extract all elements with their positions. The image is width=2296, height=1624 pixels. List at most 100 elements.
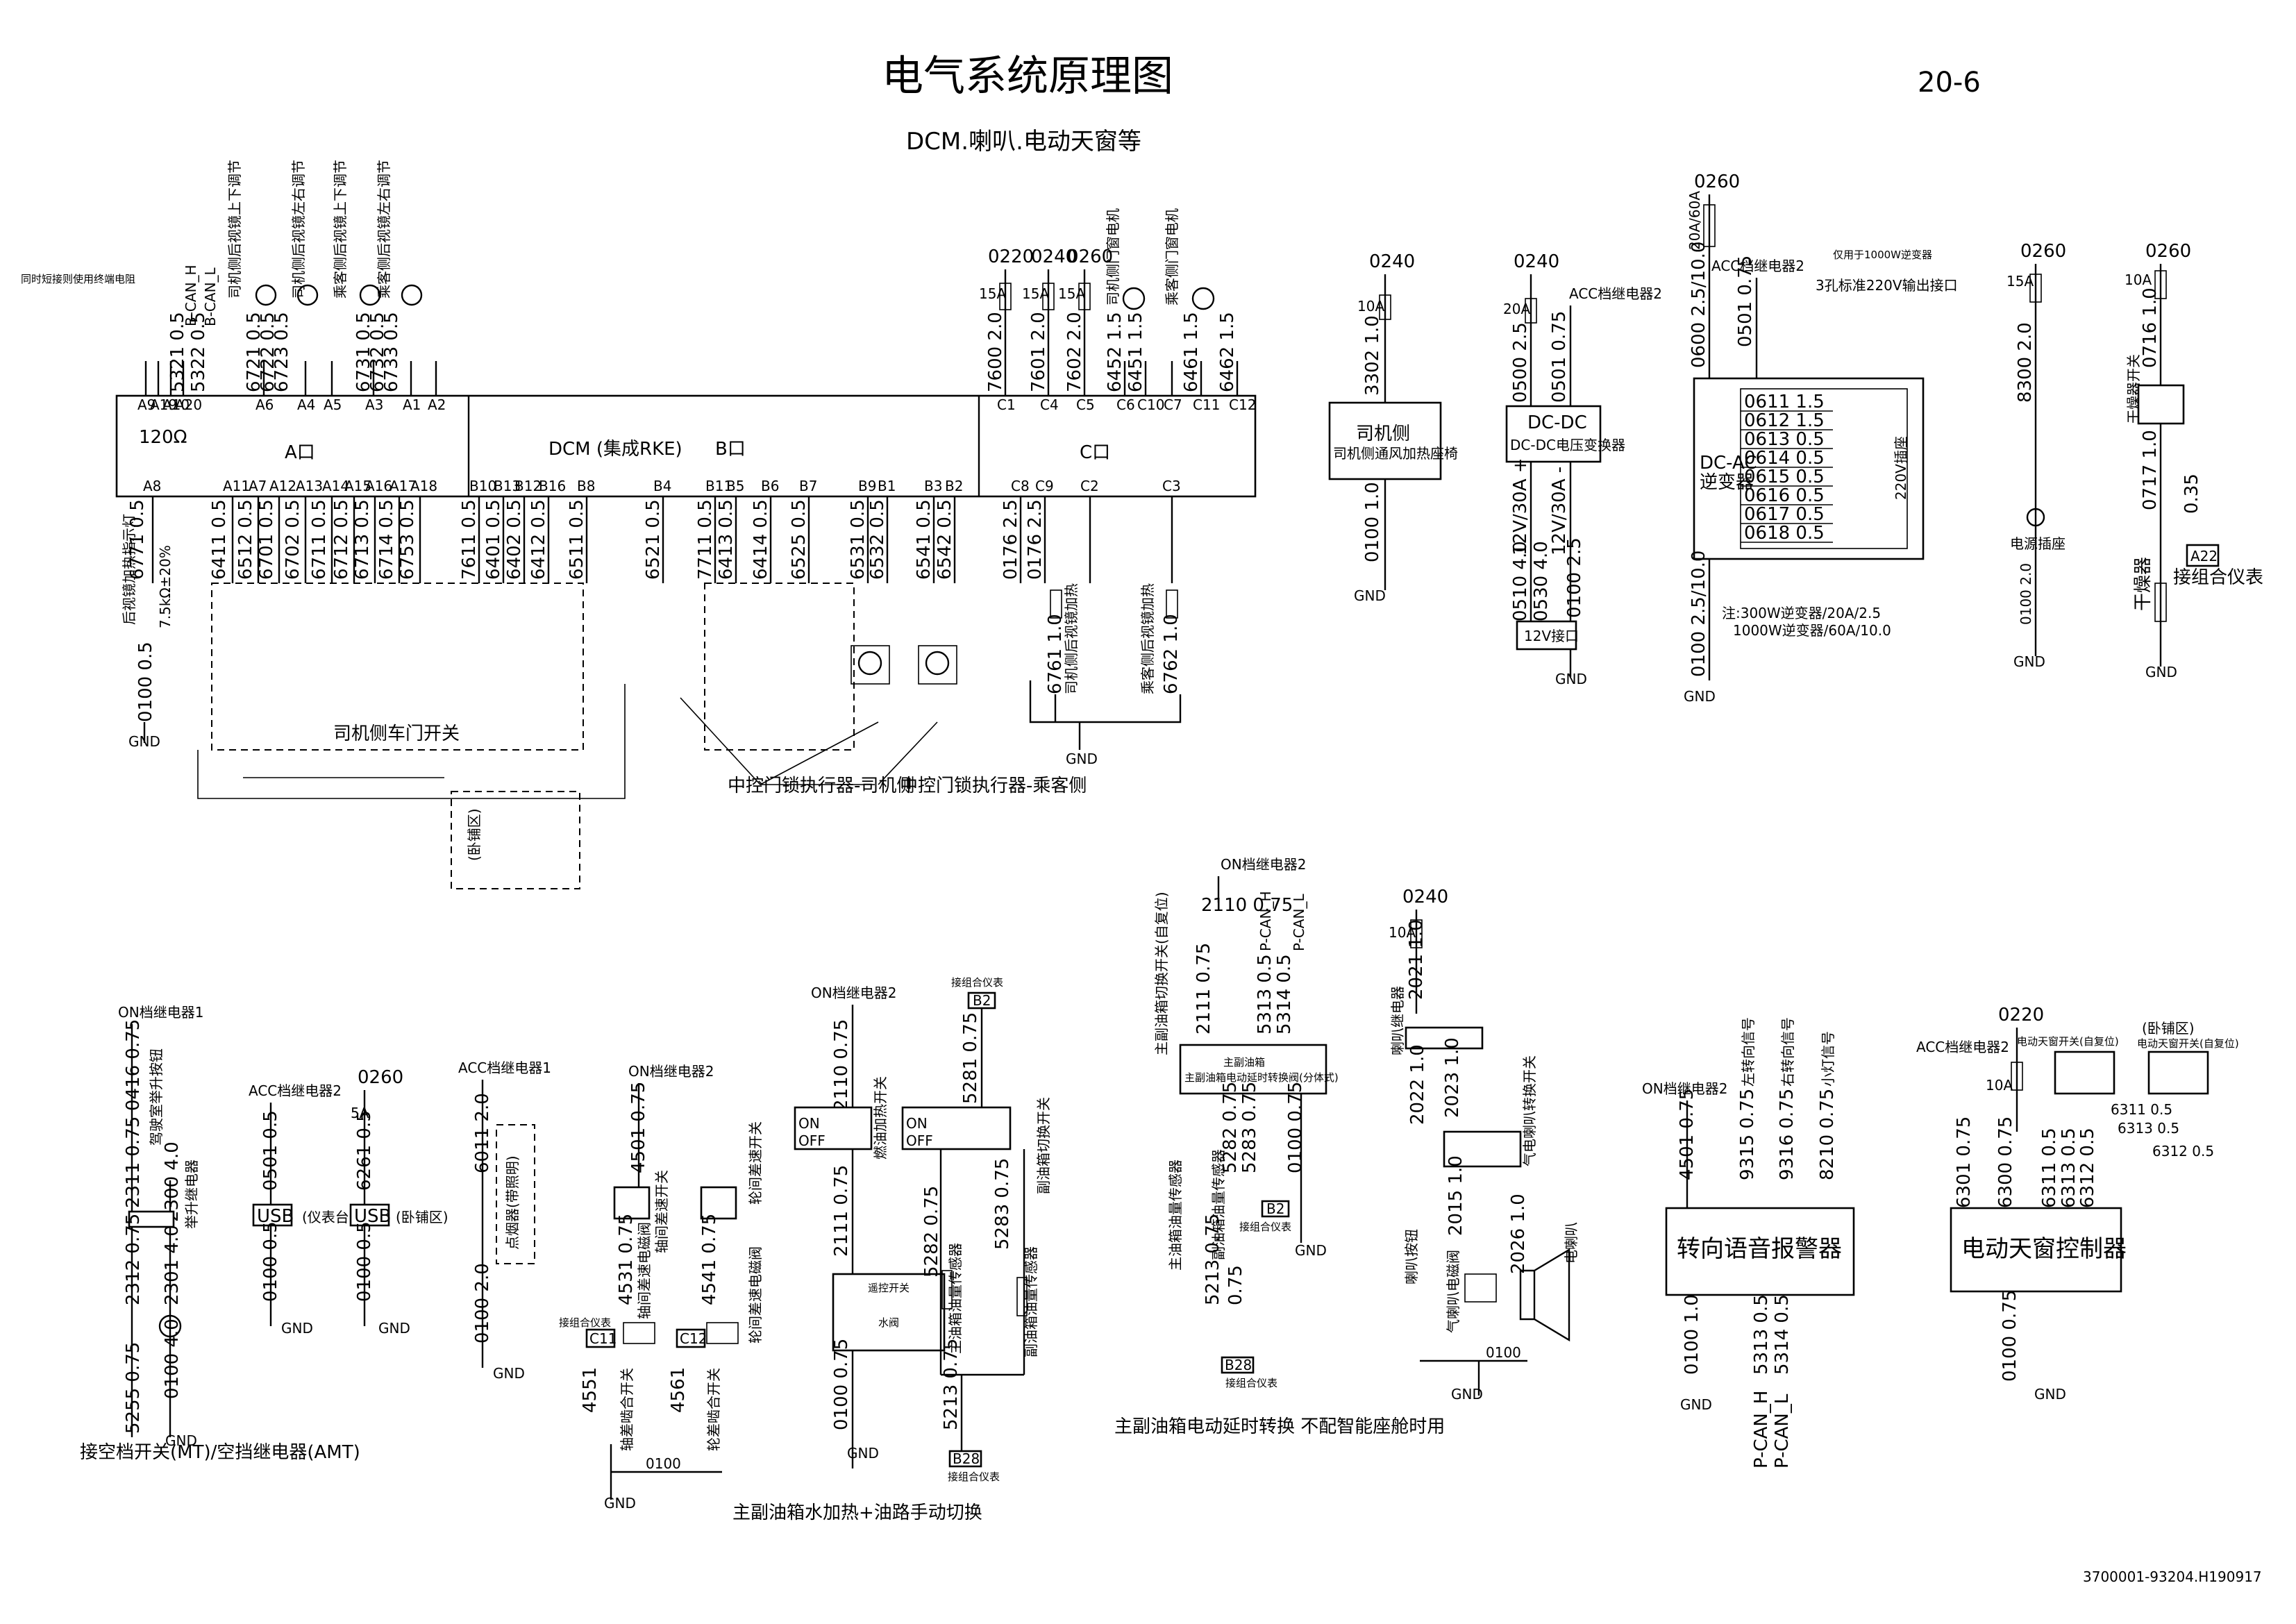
motor-icon xyxy=(1191,287,1215,310)
dcm-pin: B11 xyxy=(705,478,732,494)
dcm-pin: B5 xyxy=(726,478,744,494)
dcm-pin: A1 xyxy=(403,396,421,413)
svg-text:2312 0.75: 2312 0.75 xyxy=(123,1214,144,1305)
svg-text:ACC档继电器2: ACC档继电器2 xyxy=(249,1082,342,1099)
svg-text:B2: B2 xyxy=(1266,1200,1284,1217)
svg-text:接组合仪表: 接组合仪表 xyxy=(559,1316,611,1329)
dcm-pin: C1 xyxy=(997,396,1016,413)
svg-text:仅用于1000W逆变器: 仅用于1000W逆变器 xyxy=(1833,249,1932,261)
dcm-pin: B2 xyxy=(945,478,963,494)
svg-text:0240: 0240 xyxy=(1402,887,1448,907)
seat-fuse: 10A xyxy=(1357,298,1384,315)
dcm-wire-label: 6721 0.5 xyxy=(244,312,265,392)
dcm-pin: A7 xyxy=(249,478,267,494)
dcm-pin: A16 xyxy=(365,478,392,494)
wheel-diff-switch[interactable] xyxy=(700,1186,737,1220)
mirror-indicator: 后视镜加热指示灯 xyxy=(121,514,137,625)
horn-select-switch[interactable] xyxy=(1443,1130,1522,1168)
heater-passenger: 乘客侧后视镜加热 xyxy=(1139,583,1156,694)
svg-text:6261 0.5: 6261 0.5 xyxy=(354,1110,375,1191)
gnd-mirror: GND xyxy=(128,733,160,750)
motor-icon xyxy=(158,1314,182,1338)
svg-text:2301 4.0: 2301 4.0 xyxy=(162,1225,183,1305)
fuel-heat-circuit: ON档继电器2 2110 0.75 ON OFF 燃油加热开关 2111 0.7… xyxy=(794,985,946,1468)
dcm-wire-label: 6733 0.5 xyxy=(381,312,402,392)
dcm-pin: B4 xyxy=(653,478,671,494)
svg-text:OFF: OFF xyxy=(798,1132,826,1149)
svg-text:P-CAN_L: P-CAN_L xyxy=(1772,1393,1793,1468)
dcm-wire-label: 6525 0.5 xyxy=(789,499,810,580)
gnd-cigar: GND xyxy=(493,1365,525,1382)
svg-text:B28: B28 xyxy=(953,1450,980,1467)
svg-text:B28: B28 xyxy=(1225,1357,1252,1373)
svg-text:ON: ON xyxy=(798,1115,820,1132)
svg-text:0.75: 0.75 xyxy=(1225,1265,1246,1305)
svg-text:ON: ON xyxy=(906,1115,928,1132)
dcm-pin: C2 xyxy=(1080,478,1099,494)
svg-text:(仪表台): (仪表台) xyxy=(302,1209,355,1225)
svg-text:0100 2.0: 0100 2.0 xyxy=(2018,563,2034,625)
svg-text:5283 0.75: 5283 0.75 xyxy=(1239,1082,1260,1173)
svg-text:0501 0.5: 0501 0.5 xyxy=(260,1110,281,1191)
svg-text:5283 0.75: 5283 0.75 xyxy=(992,1158,1013,1250)
dcm-pin: A5 xyxy=(324,396,342,413)
svg-text:2021 1.0: 2021 1.0 xyxy=(1406,919,1427,1000)
svg-text:燃油加热开关: 燃油加热开关 xyxy=(872,1076,889,1160)
dryer-conn xyxy=(2186,544,2220,567)
svg-text:5314 0.5: 5314 0.5 xyxy=(1772,1294,1793,1375)
fuse-icon xyxy=(2154,270,2167,299)
svg-text:ON档继电器2: ON档继电器2 xyxy=(1642,1080,1727,1097)
svg-text:5313 0.5: 5313 0.5 xyxy=(1255,954,1275,1035)
svg-text:副油箱油量传感器: 副油箱油量传感器 xyxy=(1210,1149,1227,1260)
fuel-heat-switch[interactable] xyxy=(794,1106,873,1150)
dcm-pin: C5 xyxy=(1076,396,1095,413)
dryer-switch[interactable] xyxy=(2137,384,2185,425)
window-motor-driver: 司机侧门窗电机 xyxy=(1105,208,1121,305)
dcm-pin: A6 xyxy=(255,396,274,413)
inverter-wire: 0617 0.5 xyxy=(1744,504,1825,525)
svg-text:副油箱油量传感器: 副油箱油量传感器 xyxy=(1023,1246,1039,1357)
dcm-wire-label: 6712 0.5 xyxy=(331,499,352,580)
lock-motor-icon xyxy=(857,651,882,676)
svg-text:电喇叭: 电喇叭 xyxy=(1563,1222,1579,1264)
dcm-pin: C9 xyxy=(1035,478,1054,494)
svg-text:喇叭按钮: 喇叭按钮 xyxy=(1403,1229,1420,1284)
dcm-pin: B8 xyxy=(577,478,595,494)
svg-text:0220: 0220 xyxy=(1998,1005,2044,1026)
sunroof-circuit: 0220 10A ACC档继电器2 电动天窗开关(自复位) (卧铺区) 电动天窗… xyxy=(1916,1005,2239,1403)
dcdc-wire-in-1: 0500 2.5 xyxy=(1510,322,1531,403)
fuel-delay-b28 xyxy=(1221,1356,1255,1374)
svg-text:5255 0.75: 5255 0.75 xyxy=(123,1342,144,1434)
dcm-wire-label: 6731 0.5 xyxy=(353,312,374,392)
svg-text:主油箱油量传感器: 主油箱油量传感器 xyxy=(1167,1160,1184,1271)
dcm-wire-label: 6401 0.5 xyxy=(483,499,504,580)
dcm-wire-label: 6462 1.5 xyxy=(1217,312,1238,392)
fuel-switch[interactable] xyxy=(901,1106,1012,1150)
svg-text:5213 0.75: 5213 0.75 xyxy=(1203,1214,1223,1305)
svg-text:8300 2.0: 8300 2.0 xyxy=(2015,322,2036,403)
gnd-lift: GND xyxy=(165,1432,197,1449)
dcm-pin: B13 xyxy=(494,478,521,494)
turn-voice-alarm xyxy=(1665,1207,1855,1296)
dryer-circuit: 0260 10A 0716 1.0 干燥器开关 0717 1.0 0.35 A2… xyxy=(2125,241,2263,680)
dcm-pin: A8 xyxy=(143,478,161,494)
svg-text:2300 4.0: 2300 4.0 xyxy=(162,1141,183,1222)
svg-text:主副油箱切换开关(自复位): 主副油箱切换开关(自复位) xyxy=(1153,891,1170,1055)
sunroof-switch-1[interactable] xyxy=(2054,1050,2115,1095)
svg-text:左转向信号: 左转向信号 xyxy=(1740,1017,1757,1087)
dcdc-name-1: DC-DC xyxy=(1527,412,1587,433)
svg-text:5282 0.75: 5282 0.75 xyxy=(1220,1082,1241,1173)
axle-diff-switch[interactable] xyxy=(613,1186,651,1220)
fuse-rating: 15A xyxy=(1058,285,1085,302)
svg-text:2111 0.75: 2111 0.75 xyxy=(831,1165,852,1257)
svg-text:ACC档继电器1: ACC档继电器1 xyxy=(458,1060,551,1076)
dcm-pin: B3 xyxy=(924,478,942,494)
socket-icon xyxy=(2026,508,2045,527)
mirror-resistor: 7.5kΩ±20% xyxy=(157,545,174,628)
svg-text:12V接口: 12V接口 xyxy=(1524,628,1579,644)
svg-text:4501 0.75: 4501 0.75 xyxy=(628,1082,649,1173)
dcm-pin: A19 xyxy=(150,396,177,413)
svg-text:8210 0.75: 8210 0.75 xyxy=(1817,1089,1838,1180)
sunroof-switch-2[interactable] xyxy=(2147,1050,2209,1095)
